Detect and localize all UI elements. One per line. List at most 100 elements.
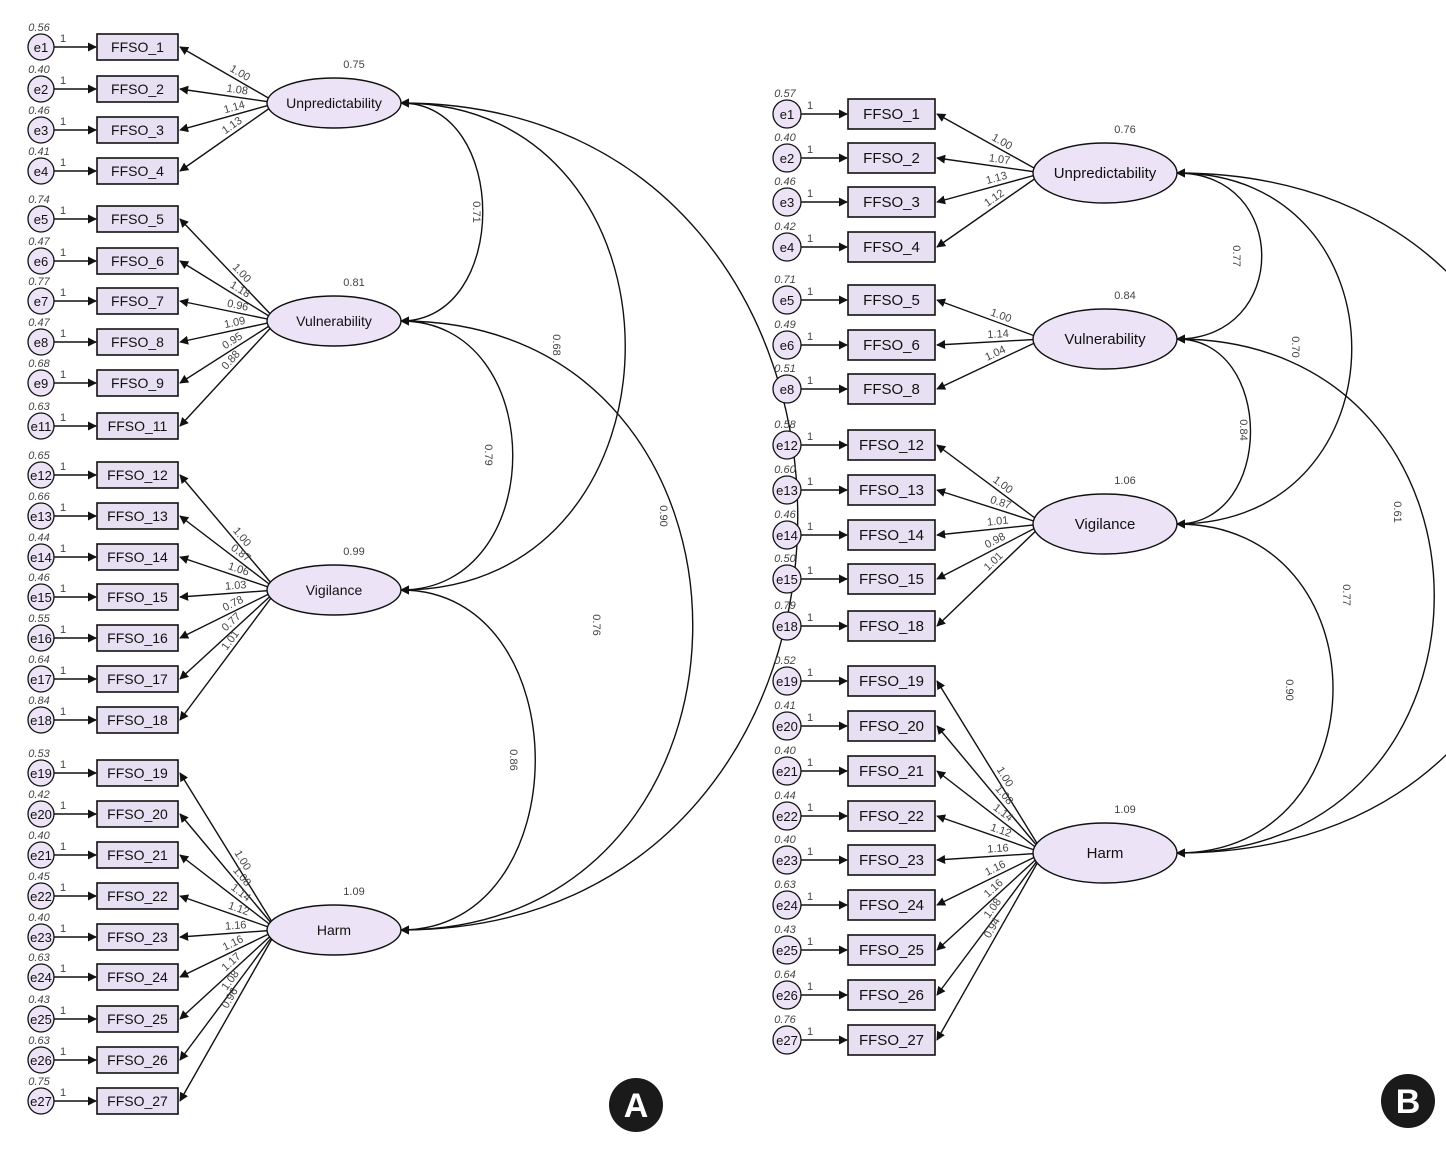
latent-variance-value: 1.06 bbox=[1114, 475, 1135, 487]
observed-item-label: FFSO_22 bbox=[859, 808, 924, 825]
loading-path bbox=[179, 320, 278, 384]
observed-item-box bbox=[847, 755, 936, 787]
latent-factor-ellipse bbox=[1032, 308, 1178, 370]
observed-item-label: FFSO_25 bbox=[107, 1011, 168, 1027]
error-term-label: e27 bbox=[776, 1033, 798, 1048]
error-variance-value: 0.68 bbox=[28, 358, 50, 370]
latent-factor-label: Harm bbox=[1087, 845, 1124, 862]
error-variance-value: 0.40 bbox=[28, 830, 50, 842]
error-term-label: e21 bbox=[776, 764, 798, 779]
error-variance-value: 0.58 bbox=[774, 419, 796, 431]
covariance-value: 0.61 bbox=[1391, 501, 1403, 522]
error-term-label: e26 bbox=[776, 988, 798, 1003]
error-variance-value: 0.60 bbox=[774, 464, 796, 476]
error-term-circle bbox=[772, 187, 802, 217]
observed-item-label: FFSO_23 bbox=[859, 852, 924, 869]
fixed-path-value: 1 bbox=[807, 375, 813, 387]
observed-item-box bbox=[96, 882, 179, 910]
error-term-circle bbox=[27, 1005, 55, 1033]
error-term-circle bbox=[27, 800, 55, 828]
error-variance-value: 0.43 bbox=[774, 924, 796, 936]
loading-path bbox=[936, 172, 1044, 205]
loading-path bbox=[936, 852, 1044, 864]
loading-path bbox=[179, 46, 278, 104]
error-term-circle bbox=[27, 665, 55, 693]
error-term-circle bbox=[27, 963, 55, 991]
loading-path bbox=[179, 218, 278, 322]
latent-factor-ellipse bbox=[266, 295, 402, 347]
fixed-path-value: 1 bbox=[60, 157, 66, 169]
latent-variance-value: 0.81 bbox=[343, 277, 364, 289]
observed-item-label: FFSO_7 bbox=[111, 293, 164, 309]
error-term-circle bbox=[27, 33, 55, 61]
fixed-path-value: 1 bbox=[60, 665, 66, 677]
observed-item-box bbox=[847, 519, 936, 551]
fixed-path-value: 1 bbox=[807, 431, 813, 443]
loading-path bbox=[179, 854, 278, 931]
observed-item-box bbox=[96, 963, 179, 991]
loading-path bbox=[936, 338, 1044, 350]
loading-value: 1.14 bbox=[222, 99, 246, 116]
observed-item-box bbox=[847, 563, 936, 595]
error-variance-value: 0.40 bbox=[774, 834, 796, 846]
fixed-path-value: 1 bbox=[60, 1046, 66, 1058]
observed-item-box bbox=[96, 841, 179, 869]
error-term-circle bbox=[772, 1025, 802, 1055]
error-term-label: e2 bbox=[34, 82, 48, 97]
error-term-label: e4 bbox=[780, 240, 794, 255]
observed-item-box bbox=[96, 75, 179, 103]
observed-item-box bbox=[96, 461, 179, 489]
observed-item-box bbox=[96, 1046, 179, 1074]
covariance-path bbox=[1176, 519, 1334, 858]
observed-item-box bbox=[96, 583, 179, 611]
shapes-layer bbox=[27, 33, 1435, 1132]
error-variance-value: 0.46 bbox=[28, 105, 50, 117]
loading-value: 1.09 bbox=[223, 315, 246, 331]
observed-item-box bbox=[96, 502, 179, 530]
loading-path bbox=[936, 725, 1044, 854]
error-variance-value: 0.63 bbox=[28, 401, 50, 413]
fixed-path-value: 1 bbox=[60, 502, 66, 514]
observed-item-box bbox=[96, 923, 179, 951]
fixed-path-value: 1 bbox=[60, 369, 66, 381]
latent-factor-label: Vulnerability bbox=[1064, 331, 1146, 348]
loading-path bbox=[936, 523, 1044, 539]
error-term-circle bbox=[772, 232, 802, 262]
fixed-path-value: 1 bbox=[60, 841, 66, 853]
observed-item-label: FFSO_15 bbox=[107, 589, 168, 605]
loading-path bbox=[936, 852, 1044, 951]
error-variance-value: 0.47 bbox=[28, 236, 50, 248]
fixed-path-value: 1 bbox=[60, 800, 66, 812]
error-term-label: e5 bbox=[34, 212, 48, 227]
fixed-path-value: 1 bbox=[60, 1005, 66, 1017]
loading-path bbox=[936, 172, 1044, 248]
fixed-path-value: 1 bbox=[807, 476, 813, 488]
error-term-circle bbox=[772, 430, 802, 460]
observed-item-label: FFSO_3 bbox=[111, 122, 164, 138]
error-variance-value: 0.43 bbox=[28, 994, 50, 1006]
error-term-circle bbox=[772, 374, 802, 404]
observed-item-box bbox=[96, 287, 179, 315]
observed-item-box bbox=[96, 706, 179, 734]
observed-item-box bbox=[96, 543, 179, 571]
error-term-label: e1 bbox=[780, 107, 794, 122]
fixed-path-value: 1 bbox=[807, 100, 813, 112]
error-term-circle bbox=[772, 143, 802, 173]
observed-item-box bbox=[847, 665, 936, 697]
loading-path bbox=[179, 929, 278, 1061]
observed-item-box bbox=[96, 665, 179, 693]
fixed-path-value: 1 bbox=[60, 287, 66, 299]
observed-item-box bbox=[96, 157, 179, 185]
loading-path bbox=[936, 523, 1044, 580]
observed-item-box bbox=[847, 474, 936, 506]
error-term-label: e21 bbox=[30, 848, 52, 863]
loading-value: 1.06 bbox=[226, 560, 250, 578]
error-term-circle bbox=[27, 841, 55, 869]
error-variance-value: 0.64 bbox=[28, 654, 49, 666]
observed-item-label: FFSO_3 bbox=[863, 194, 920, 211]
error-variance-value: 0.52 bbox=[774, 655, 795, 667]
observed-item-label: FFSO_2 bbox=[111, 81, 164, 97]
loading-value: 1.07 bbox=[988, 152, 1011, 167]
panel-label: B bbox=[1396, 1083, 1421, 1121]
observed-item-box bbox=[96, 1087, 179, 1115]
